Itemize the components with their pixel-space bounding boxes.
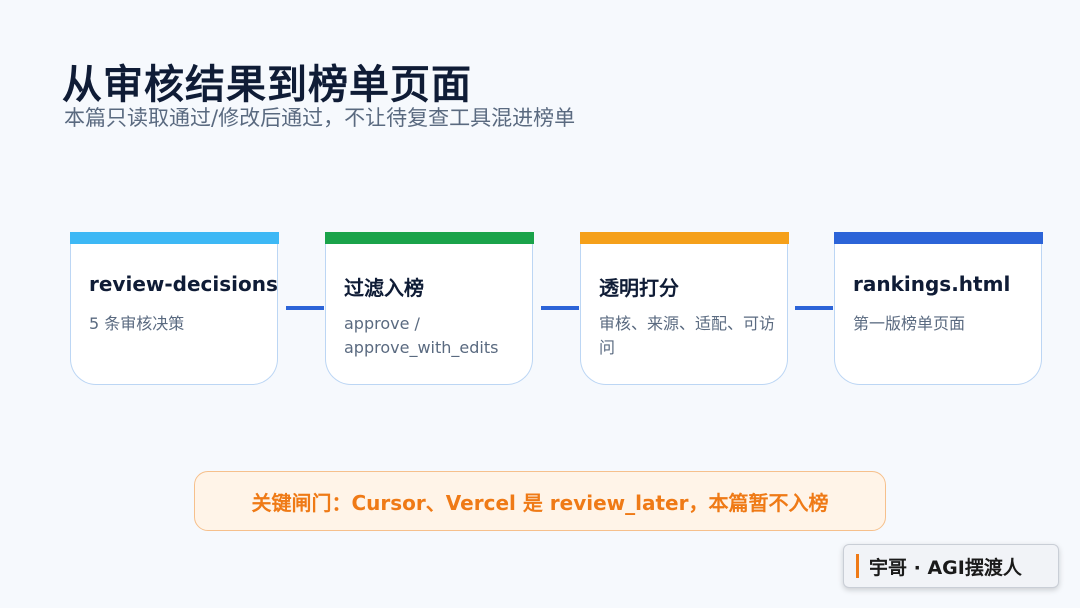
key-gate-callout: 关键闸门：Cursor、Vercel 是 review_later，本篇暂不入榜 [194,471,886,531]
step-title: review-decisions [89,272,278,296]
step-card-filter: 过滤入榜 approve / approve_with_edits [324,232,534,385]
step-card-rankings: rankings.html 第一版榜单页面 [833,232,1043,385]
badge-accent-bar [856,554,859,578]
key-gate-text: 关键闸门：Cursor、Vercel 是 review_later，本篇暂不入榜 [251,490,829,515]
page-title: 从审核结果到榜单页面 [62,62,472,108]
step-color-bar [579,232,789,244]
connector-line [286,306,324,310]
author-badge: 宇哥 · AGI摆渡人 [843,544,1059,588]
step-title: 透明打分 [599,276,679,300]
step-description: approve / approve_with_edits [344,314,499,357]
author-name: 宇哥 · AGI摆渡人 [869,556,1022,579]
step-title: 过滤入榜 [344,276,424,300]
step-description: 审核、来源、适配、可访问 [599,314,776,357]
step-title: rankings.html [853,272,1011,296]
step-color-bar [69,232,279,244]
step-color-bar [324,232,534,244]
step-description: 第一版榜单页面 [853,314,966,333]
step-color-bar [833,232,1043,244]
step-description: 5 条审核决策 [89,314,185,333]
step-card-review-decisions: review-decisions 5 条审核决策 [69,232,279,385]
connector-line [541,306,579,310]
connector-line [795,306,833,310]
step-card-scoring: 透明打分 审核、来源、适配、可访问 [579,232,789,385]
page-subtitle: 本篇只读取通过/修改后通过，不让待复查工具混进榜单 [64,106,576,130]
